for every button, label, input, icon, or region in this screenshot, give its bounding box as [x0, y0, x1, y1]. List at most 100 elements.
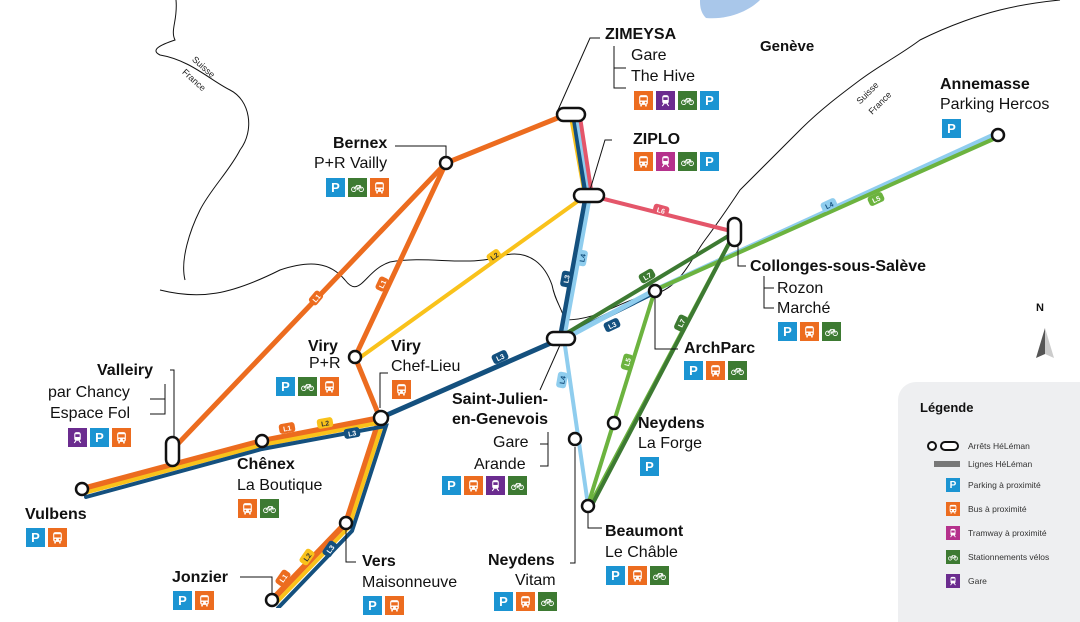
parking-icon: P — [363, 596, 382, 615]
station-beaumont-name[interactable]: Beaumont — [605, 523, 684, 540]
station-zimeysa-name[interactable]: ZIMEYSA — [605, 26, 677, 43]
legend-item-gare: Gare — [920, 574, 987, 588]
svg-text:L3: L3 — [563, 274, 571, 283]
city-label-geneve: Genève — [760, 38, 815, 55]
station-annemasse-name[interactable]: Annemasse — [940, 76, 1030, 93]
bus-icon — [238, 499, 257, 518]
lake-shape — [700, 0, 760, 19]
bicycle-icon — [678, 91, 697, 110]
station-chenex-sub: La Boutique — [237, 477, 323, 494]
legend-panel: Légende Arrêts HéLéman Lignes HéLéman P … — [898, 382, 1080, 622]
station-neydens-vitam-sub: Vitam — [515, 572, 556, 589]
bicycle-icon — [946, 550, 960, 564]
stop-beaumont — [580, 498, 596, 514]
station-archparc-name[interactable]: ArchParc — [684, 340, 756, 357]
svg-text:L7: L7 — [677, 318, 687, 328]
station-viry-pr-name[interactable]: Viry — [308, 338, 338, 355]
border-line-west — [155, 0, 250, 281]
bus-icon — [464, 476, 483, 495]
bus-icon — [516, 592, 535, 611]
station-neydens-forge-name[interactable]: Neydens — [638, 415, 705, 432]
station-collonges-name[interactable]: Collonges-sous-Salève — [750, 258, 927, 275]
station-viry-cl-icons — [392, 380, 411, 399]
station-saint-julien-name-1[interactable]: Saint-Julien- — [452, 391, 549, 408]
legend-item-velo: Stationnements vélos — [920, 550, 1049, 564]
station-chenex-name[interactable]: Chênex — [237, 456, 295, 473]
svg-text:L4: L4 — [559, 375, 567, 384]
svg-text:L1: L1 — [378, 279, 388, 289]
bus-icon — [385, 596, 404, 615]
station-jonzier-icons: P — [173, 591, 214, 610]
bicycle-icon — [298, 377, 317, 396]
station-vers-name[interactable]: Vers — [362, 553, 396, 570]
legend-item-tram: Tramway à proximité — [920, 526, 1047, 540]
line-l4[interactable] — [561, 115, 593, 507]
parking-icon: P — [700, 152, 719, 171]
station-ziplo-name[interactable]: ZIPLO — [633, 131, 681, 148]
parking-icon: P — [90, 428, 109, 447]
parking-icon: P — [946, 478, 960, 492]
bus-icon — [634, 91, 653, 110]
station-bernex-icons: P — [326, 178, 389, 197]
bicycle-icon — [260, 499, 279, 518]
svg-text:L2: L2 — [490, 252, 501, 262]
north-label: N — [1036, 302, 1044, 314]
parking-icon: P — [26, 528, 45, 547]
station-viry-cl-sub: Chef-Lieu — [391, 358, 461, 375]
station-beaumont-icons: P — [606, 566, 669, 585]
legend-item-parking: P Parking à proximité — [920, 478, 1041, 492]
station-zimeysa-sub-gare: Gare — [631, 47, 667, 64]
train-icon — [68, 428, 87, 447]
train-icon — [486, 476, 505, 495]
svg-text:L7: L7 — [643, 272, 654, 282]
svg-text:L1: L1 — [312, 293, 323, 304]
legend-label: Parking à proximité — [968, 480, 1041, 490]
line-l1-viry[interactable] — [352, 160, 449, 360]
stop-valleiry — [164, 435, 181, 468]
svg-text:L3: L3 — [608, 321, 618, 331]
stop-archparc — [647, 283, 663, 299]
svg-text:L4: L4 — [825, 201, 835, 211]
line-symbol-icon — [934, 461, 960, 467]
bicycle-icon — [508, 476, 527, 495]
legend-title: Légende — [920, 400, 974, 415]
bus-icon — [800, 322, 819, 341]
train-icon — [656, 91, 675, 110]
svg-text:L6: L6 — [656, 207, 666, 216]
station-zimeysa-sub-hive: The Hive — [631, 68, 696, 85]
bus-icon — [628, 566, 647, 585]
train-icon — [946, 574, 960, 588]
stop-bernex — [438, 155, 454, 171]
station-valleiry-sub-chancy: par Chancy — [48, 384, 130, 401]
parking-icon: P — [778, 322, 797, 341]
bus-icon — [706, 361, 725, 380]
station-annemasse-sub: Parking Hercos — [940, 96, 1050, 113]
tram-icon — [656, 152, 675, 171]
bus-icon — [320, 377, 339, 396]
legend-item-stops: Arrêts HéLéman — [920, 440, 1030, 452]
station-vulbens-name[interactable]: Vulbens — [25, 506, 87, 523]
parking-icon: P — [700, 91, 719, 110]
station-jonzier-name[interactable]: Jonzier — [172, 569, 229, 586]
station-saint-julien-name-2[interactable]: en-Genevois — [452, 411, 549, 428]
parking-icon: P — [684, 361, 703, 380]
station-neydens-forge-icons: P — [640, 457, 659, 476]
station-annemasse-icons: P — [942, 119, 961, 138]
station-valleiry-name[interactable]: Valleiry — [97, 362, 154, 379]
stop-collonges — [726, 216, 743, 248]
station-neydens-forge-sub: La Forge — [638, 435, 703, 452]
station-bernex-name[interactable]: Bernex — [333, 135, 388, 152]
line-l1-viry2[interactable] — [352, 354, 383, 421]
station-viry-cl-name[interactable]: Viry — [391, 338, 421, 355]
svg-text:L3: L3 — [348, 430, 357, 438]
parking-icon: P — [640, 457, 659, 476]
parking-icon: P — [942, 119, 961, 138]
station-neydens-vitam-name[interactable]: Neydens — [488, 552, 555, 569]
station-saint-julien-icons: P — [442, 476, 527, 495]
parking-icon: P — [494, 592, 513, 611]
station-zimeysa-icons: P — [634, 91, 719, 110]
svg-text:L3: L3 — [496, 353, 506, 363]
station-vers-sub: Maisonneuve — [362, 574, 458, 591]
tram-icon — [946, 526, 960, 540]
station-collonges-sub-rozon: Rozon — [777, 280, 824, 297]
